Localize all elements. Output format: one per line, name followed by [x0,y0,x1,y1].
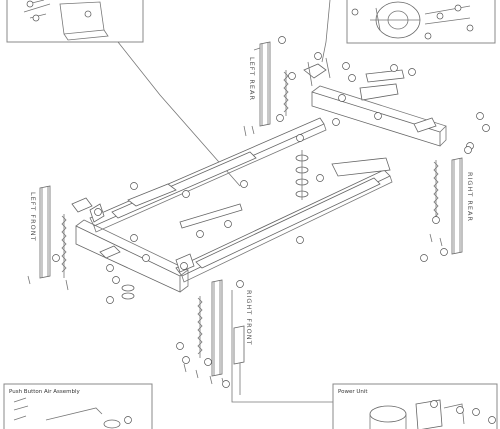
left-front-column [27,185,102,291]
right-front-column [176,279,245,388]
front-cross-member [75,203,195,293]
top-right-inset [346,0,496,44]
center-parts [106,134,324,304]
power-unit-title: Power Unit [338,389,368,395]
right-runway [175,157,393,283]
top-left-inset [6,0,144,43]
right-rear-column [420,146,472,262]
power-unit-inset: Power Unit [332,383,498,429]
left-rear-column [243,36,296,137]
label-right-rear: RIGHT REAR [466,172,474,222]
label-left-front: LEFT FRONT [29,192,37,242]
push-button-inset: Push Button Air Assembly [3,383,153,429]
left-runway [89,117,327,233]
rear-cross-member [303,52,490,150]
push-button-title: Push Button Air Assembly [9,389,81,395]
label-left-rear: LEFT REAR [248,57,256,101]
label-right-front: RIGHT FRONT [245,290,253,346]
